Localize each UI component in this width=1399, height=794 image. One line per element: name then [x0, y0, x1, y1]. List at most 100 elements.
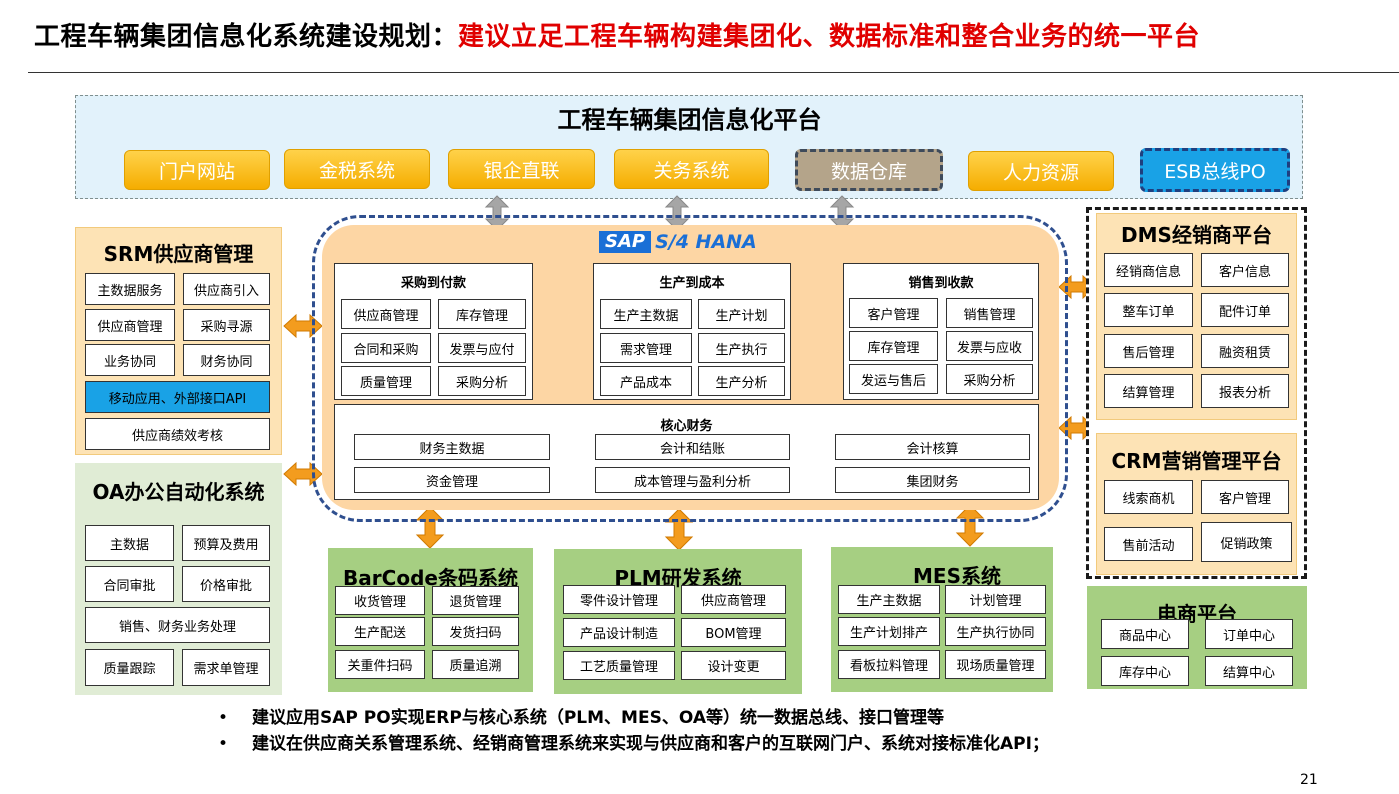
page-title: 工程车辆集团信息化系统建设规划：建议立足工程车辆构建集团化、数据标准和整合业务的… [34, 16, 1200, 53]
dms-item[interactable]: 整车订单 [1104, 293, 1193, 327]
module-item[interactable]: 生产分析 [698, 366, 785, 396]
dms-item[interactable]: 报表分析 [1201, 374, 1289, 408]
module-item[interactable]: 库存管理 [849, 331, 938, 361]
srm-item[interactable]: 采购寻源 [183, 309, 270, 341]
module-item[interactable]: 需求管理 [600, 333, 692, 363]
dms-item[interactable]: 配件订单 [1201, 293, 1289, 327]
hr-button[interactable]: 人力资源 [968, 151, 1114, 191]
module-item[interactable]: 生产主数据 [600, 299, 692, 329]
dms-title: DMS经销商平台 [1121, 223, 1272, 247]
portal-button[interactable]: 门户网站 [124, 150, 270, 190]
barcode-item[interactable]: 质量追溯 [432, 650, 519, 679]
golden-tax-button[interactable]: 金税系统 [284, 149, 430, 189]
barcode-item[interactable]: 发货扫码 [432, 617, 519, 646]
module-item[interactable]: 销售管理 [946, 298, 1033, 328]
oa-item[interactable]: 主数据 [85, 525, 174, 561]
barcode-item[interactable]: 退货管理 [432, 586, 519, 615]
oa-item[interactable]: 预算及费用 [182, 525, 270, 561]
finance-item[interactable]: 会计核算 [835, 434, 1030, 460]
platform-title: 工程车辆集团信息化平台 [557, 106, 822, 134]
srm-item[interactable]: 供应商绩效考核 [85, 418, 270, 450]
ecommerce-item[interactable]: 商品中心 [1101, 619, 1189, 649]
oa-title: OA办公自动化系统 [92, 480, 265, 504]
finance-item[interactable]: 会计和结账 [595, 434, 790, 460]
crm-item[interactable]: 线索商机 [1104, 480, 1193, 514]
srm-api-item[interactable]: 移动应用、外部接口API [85, 381, 270, 413]
srm-item[interactable]: 供应商引入 [183, 273, 270, 305]
oa-item[interactable]: 价格审批 [182, 566, 270, 602]
module-item[interactable]: 发运与售后 [849, 364, 938, 394]
sap-logo-text: SAP [599, 231, 652, 253]
module-item[interactable]: 合同和采购 [341, 333, 431, 363]
srm-item[interactable]: 主数据服务 [85, 273, 175, 305]
mes-item[interactable]: 生产主数据 [838, 585, 940, 614]
mes-item[interactable]: 现场质量管理 [945, 650, 1046, 679]
module-item[interactable]: 库存管理 [438, 299, 526, 329]
module-title: 生产到成本 [659, 276, 725, 291]
module-item[interactable]: 客户管理 [849, 298, 938, 328]
mes-item[interactable]: 生产计划排产 [838, 617, 940, 646]
plm-item[interactable]: 零件设计管理 [563, 585, 675, 614]
plm-item[interactable]: 产品设计制造 [563, 618, 675, 647]
data-warehouse-button[interactable]: 数据仓库 [795, 149, 943, 191]
finance-item[interactable]: 财务主数据 [354, 434, 550, 460]
crm-title: CRM营销管理平台 [1111, 449, 1282, 473]
finance-item[interactable]: 成本管理与盈利分析 [595, 467, 790, 493]
dms-item[interactable]: 经销商信息 [1104, 253, 1193, 287]
mes-item[interactable]: 计划管理 [945, 585, 1046, 614]
esb-po-button[interactable]: ESB总线PO [1140, 148, 1290, 192]
srm-panel [75, 227, 282, 455]
plm-item[interactable]: 供应商管理 [681, 585, 786, 614]
finance-item[interactable]: 资金管理 [354, 467, 550, 493]
sap-core-border [312, 215, 1068, 522]
module-item[interactable]: 供应商管理 [341, 299, 431, 329]
module-item[interactable]: 质量管理 [341, 366, 431, 396]
bullet-item: •建议在供应商关系管理系统、经销商管理系统来实现与供应商和客户的互联网门户、系统… [218, 731, 1049, 757]
srm-item[interactable]: 财务协同 [183, 344, 270, 376]
barcode-item[interactable]: 生产配送 [335, 617, 425, 646]
ecommerce-item[interactable]: 结算中心 [1205, 656, 1293, 686]
module-item[interactable]: 发票与应付 [438, 333, 526, 363]
bullet-marker: • [218, 708, 229, 728]
oa-item[interactable]: 合同审批 [85, 566, 174, 602]
srm-item[interactable]: 业务协同 [85, 344, 175, 376]
dms-item[interactable]: 售后管理 [1104, 334, 1193, 368]
bank-link-button[interactable]: 银企直联 [448, 149, 595, 189]
oa-item[interactable]: 质量跟踪 [85, 649, 174, 686]
dms-item[interactable]: 结算管理 [1104, 374, 1193, 408]
srm-item[interactable]: 供应商管理 [85, 309, 175, 341]
crm-item[interactable]: 促销政策 [1201, 522, 1292, 562]
finance-item[interactable]: 集团财务 [835, 467, 1030, 493]
ecommerce-item[interactable]: 订单中心 [1205, 619, 1293, 649]
customs-button[interactable]: 关务系统 [614, 149, 769, 189]
oa-item[interactable]: 需求单管理 [182, 649, 270, 686]
sap-s4hana-logo: SAP S/4 HANA [599, 230, 777, 254]
module-item[interactable]: 产品成本 [600, 366, 692, 396]
mes-title: MES系统 [913, 564, 1001, 588]
mes-item[interactable]: 生产执行协同 [945, 617, 1046, 646]
module-item[interactable]: 发票与应收 [946, 331, 1033, 361]
page-number: 21 [1300, 772, 1318, 788]
crm-item[interactable]: 售前活动 [1104, 527, 1193, 561]
bullet-marker: • [218, 734, 229, 754]
barcode-item[interactable]: 关重件扫码 [335, 650, 425, 679]
title-divider [28, 72, 1399, 73]
dms-item[interactable]: 客户信息 [1201, 253, 1289, 287]
plm-item[interactable]: 工艺质量管理 [563, 651, 675, 680]
oa-item[interactable]: 销售、财务业务处理 [85, 607, 270, 643]
plm-item[interactable]: 设计变更 [681, 651, 786, 680]
module-item[interactable]: 生产执行 [698, 333, 785, 363]
dms-item[interactable]: 融资租赁 [1201, 334, 1289, 368]
plm-item[interactable]: BOM管理 [681, 618, 786, 647]
recommendation-list: •建议应用SAP PO实现ERP与核心系统（PLM、MES、OA等）统一数据总线… [218, 705, 1049, 757]
module-item[interactable]: 采购分析 [438, 366, 526, 396]
s4hana-logo-text: S/4 HANA [655, 231, 757, 253]
ecommerce-item[interactable]: 库存中心 [1101, 656, 1189, 686]
mes-item[interactable]: 看板拉料管理 [838, 650, 940, 679]
arrow-sap-mes [955, 504, 985, 547]
crm-item[interactable]: 客户管理 [1201, 480, 1289, 514]
module-item[interactable]: 采购分析 [946, 364, 1033, 394]
finance-title: 核心财务 [660, 419, 713, 434]
module-item[interactable]: 生产计划 [698, 299, 785, 329]
barcode-item[interactable]: 收货管理 [335, 586, 425, 615]
